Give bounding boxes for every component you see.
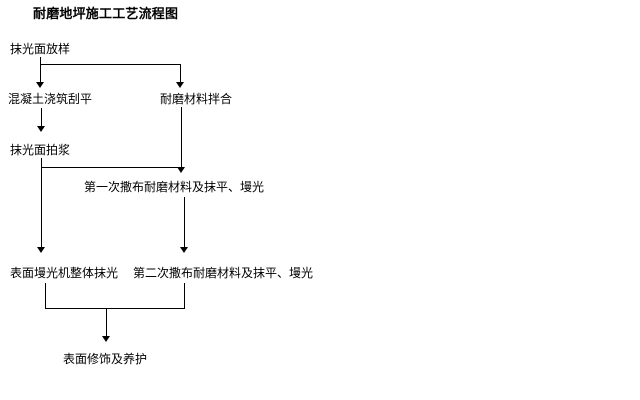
connector-line [181, 107, 182, 168]
flow-node-concrete: 混凝土浇筑刮平 [8, 92, 93, 106]
connector-line [184, 283, 185, 309]
connector-line [106, 308, 107, 337]
flow-node-second-spread: 第二次撒布耐磨材料及抹平、墁光 [133, 266, 314, 280]
connector-line [184, 197, 185, 248]
connector-line [40, 57, 41, 83]
arrowhead-down-icon [37, 126, 45, 132]
arrowhead-down-icon [180, 247, 188, 253]
arrowhead-down-icon [37, 247, 45, 253]
arrowhead-down-icon [36, 82, 44, 88]
connector-line [40, 64, 181, 65]
connector-line [180, 64, 181, 83]
flow-node-slurry: 抹光面拍浆 [10, 143, 71, 157]
connector-line [45, 308, 185, 309]
connector-line [41, 158, 42, 248]
connector-line [41, 167, 182, 168]
diagram-title: 耐磨地坪施工工艺流程图 [33, 7, 179, 22]
flow-node-first-spread: 第一次撒布耐磨材料及抹平、墁光 [84, 180, 265, 194]
connector-line [45, 283, 46, 309]
flow-node-finish: 表面修饰及养护 [63, 352, 148, 366]
connector-line [41, 108, 42, 127]
arrowhead-down-icon [102, 336, 110, 342]
flow-node-trowel: 表面墁光机整体抹光 [10, 266, 119, 280]
flow-node-layout: 抹光面放样 [10, 42, 71, 56]
arrowhead-down-icon [176, 82, 184, 88]
flow-node-mixing: 耐磨材料拌合 [160, 92, 233, 106]
arrowhead-down-icon [177, 167, 185, 173]
